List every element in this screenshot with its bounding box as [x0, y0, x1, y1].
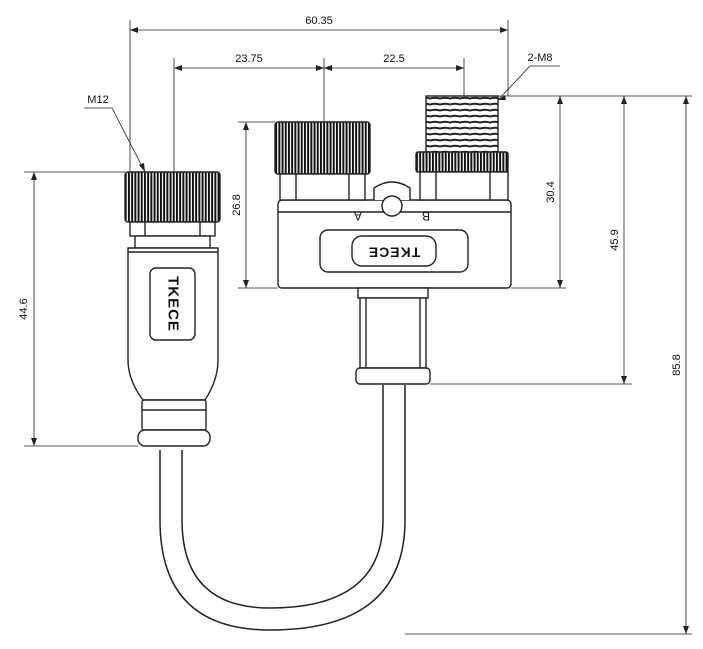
port-b-label: B [422, 209, 430, 223]
tee-splitter-body [277, 181, 512, 385]
cable [159, 385, 406, 631]
dim-thread-height: 30.4 [545, 181, 557, 202]
tee-stem [359, 297, 427, 369]
cable-outer-edge [159, 385, 406, 631]
left-brand-text: TKECE [165, 276, 182, 332]
dim-stem-height: 45.9 [609, 229, 621, 250]
tee-mount-boss [373, 181, 411, 200]
tee-stem-cap [355, 367, 431, 385]
callout-2-m8: 2-M8 [527, 52, 552, 64]
port-b-male-thread [425, 95, 499, 155]
port-a-collar [279, 173, 366, 201]
left-strain-relief [141, 399, 207, 431]
port-a-connector [274, 121, 371, 201]
dim-total-height: 85.8 [671, 354, 683, 375]
female-m12-connector [124, 171, 221, 447]
port-a-label: A [354, 209, 362, 223]
callout-m12: M12 [87, 94, 108, 106]
dimension-lines [24, 20, 692, 635]
dimension-arrows [31, 27, 689, 634]
tee-brand-text: TKECE [368, 244, 420, 260]
left-label-plate [149, 267, 196, 341]
dim-body-height: 26.8 [231, 194, 243, 215]
dim-left-offset: 23.75 [235, 53, 263, 65]
dim-right-offset: 22.5 [383, 53, 404, 65]
left-neck-ring [134, 235, 211, 249]
port-a-knurled-nut [274, 121, 371, 175]
left-knurled-nut [124, 171, 221, 223]
tee-stem-collar [357, 287, 429, 299]
left-boot-end [137, 429, 211, 447]
tee-label-plate [351, 235, 437, 267]
port-b-knurled-nut [415, 151, 509, 173]
left-nut-collar [129, 221, 216, 237]
cable-inner-edge [181, 385, 384, 609]
dim-left-height: 44.6 [18, 298, 30, 319]
port-b-collar [419, 171, 509, 201]
tee-mount-hole [381, 195, 403, 217]
dim-overall-width: 60.35 [305, 15, 333, 27]
port-b-connector [415, 95, 509, 201]
